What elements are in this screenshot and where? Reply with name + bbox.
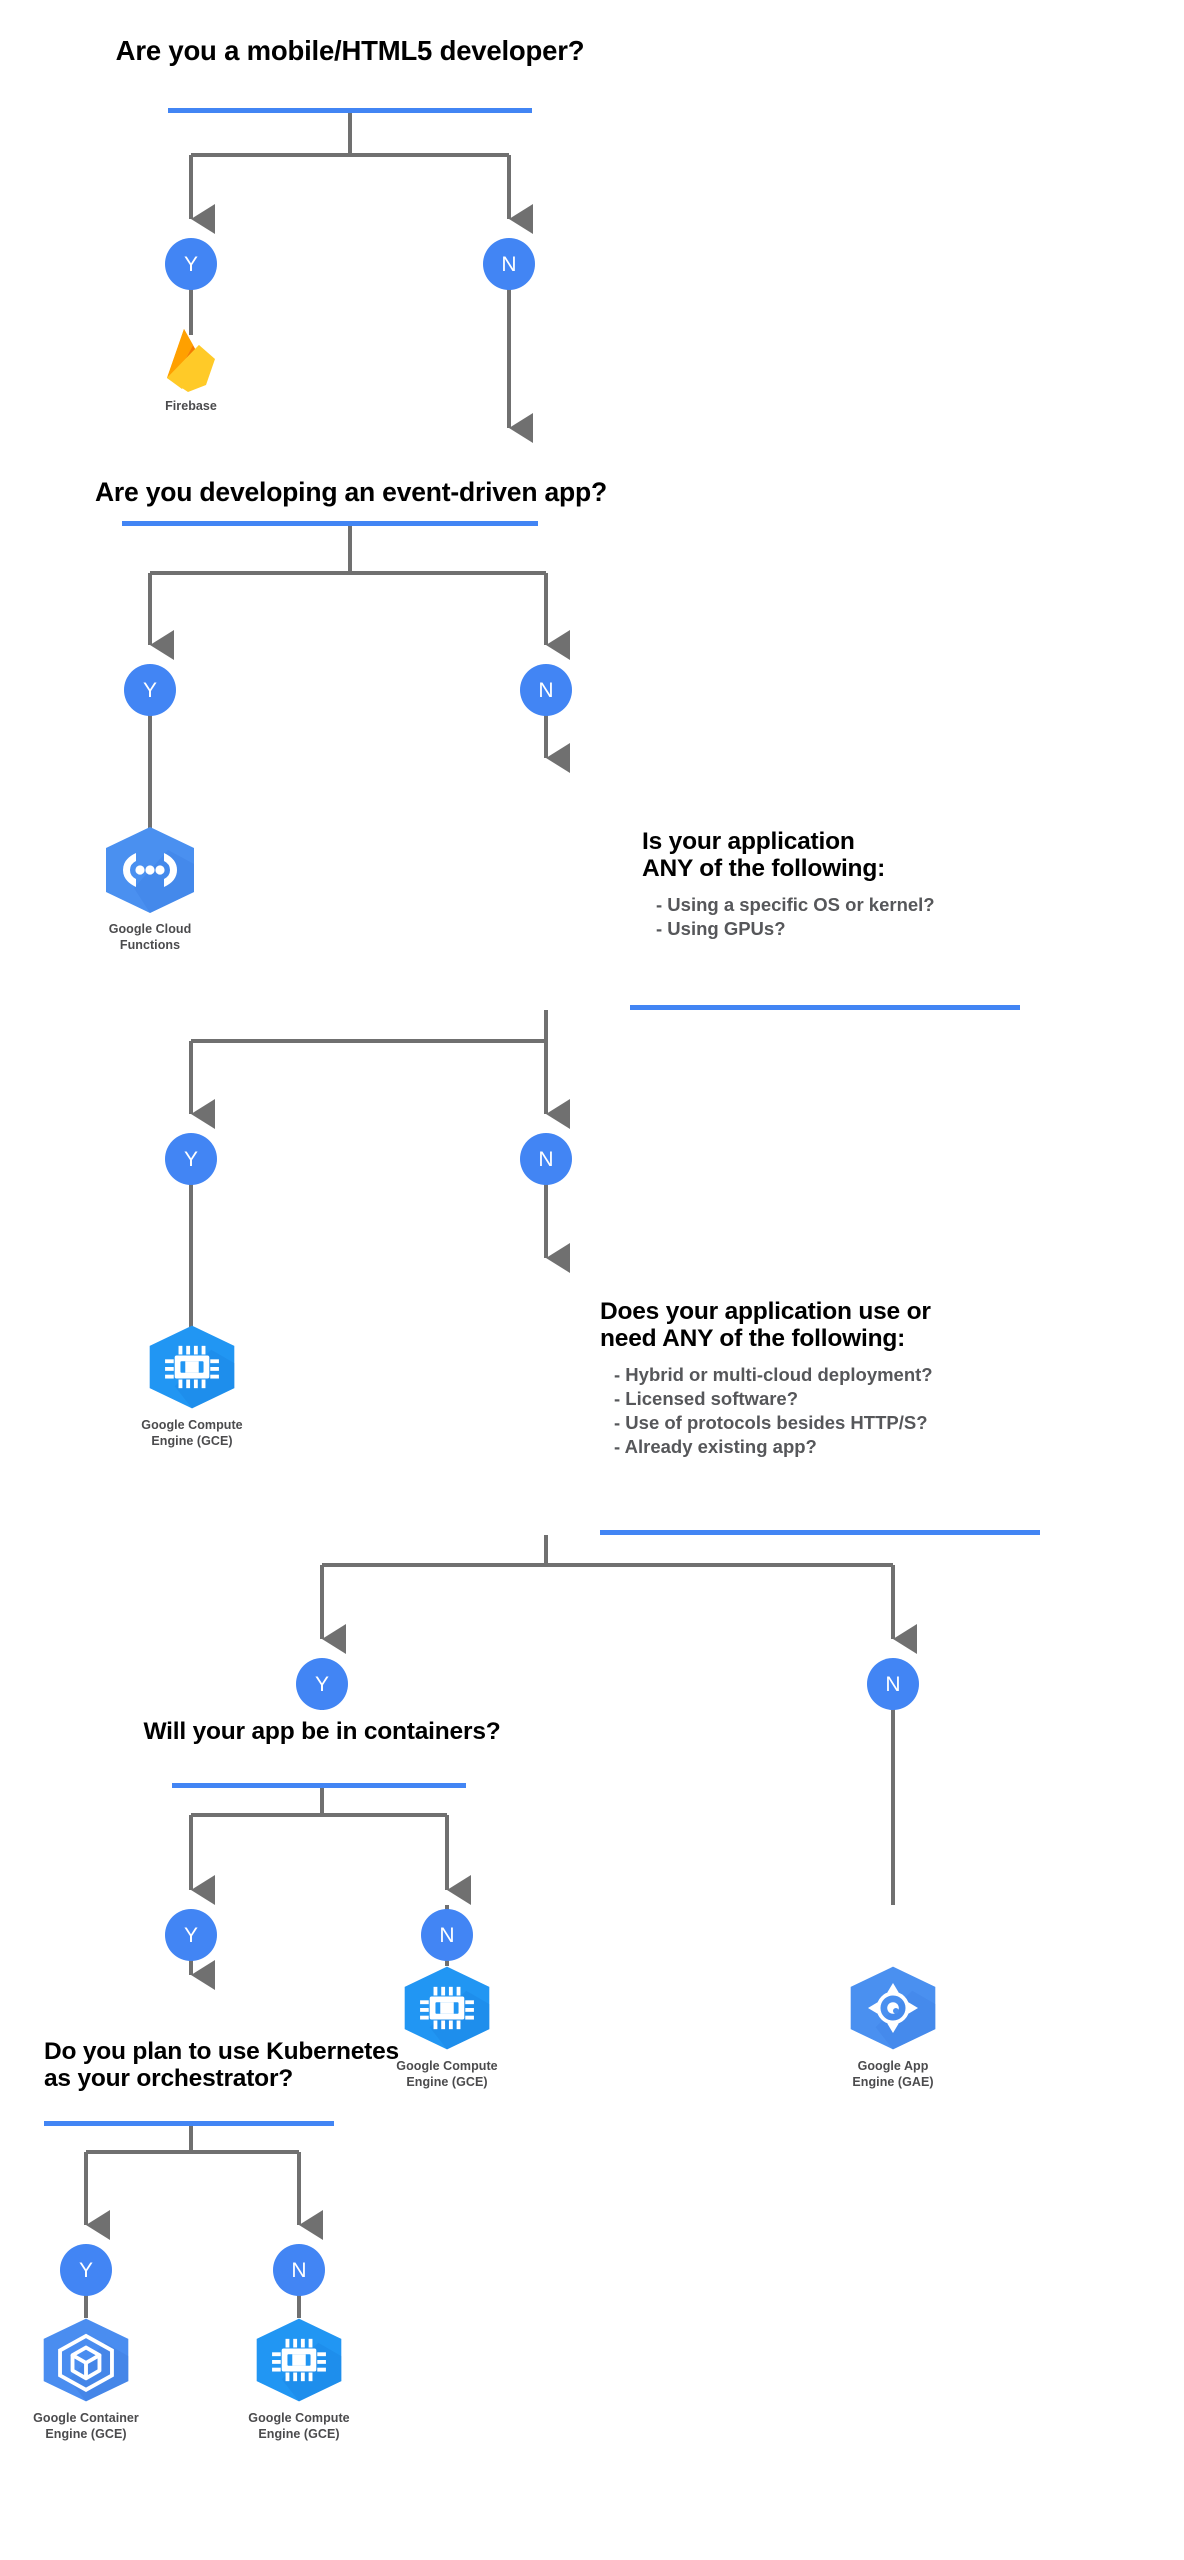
question-rule-q6 xyxy=(44,2121,334,2126)
answer-node-q3-no[interactable]: N xyxy=(520,1133,572,1185)
product-node-gae[interactable]: Google App Engine (GAE) xyxy=(829,1963,957,2090)
answer-node-q1-yes[interactable]: Y xyxy=(165,238,217,290)
answer-node-q1-no[interactable]: N xyxy=(483,238,535,290)
product-node-firebase[interactable]: Firebase xyxy=(131,323,251,415)
firebase-icon xyxy=(167,329,215,392)
answer-label: Y xyxy=(183,252,198,276)
product-node-gce-2[interactable]: Google Compute Engine (GCE) xyxy=(383,1963,511,2090)
answer-label: N xyxy=(538,1147,554,1171)
product-label: Google Compute Engine (GCE) xyxy=(141,1418,243,1448)
answer-label: N xyxy=(885,1672,901,1696)
google-app-engine-icon xyxy=(850,1966,936,2050)
answer-label: Y xyxy=(183,1923,198,1947)
question-title-q1: Are you a mobile/HTML5 developer? xyxy=(115,35,585,66)
product-label: Google App Engine (GAE) xyxy=(852,2059,934,2089)
google-container-engine-icon xyxy=(43,2318,129,2402)
question-rule-q4 xyxy=(600,1530,1040,1535)
answer-node-q2-no[interactable]: N xyxy=(520,664,572,716)
product-node-gce-3[interactable]: Google Compute Engine (GCE) xyxy=(235,2315,363,2442)
question-title-q4: Does your application use or need ANY of… xyxy=(600,1298,931,1353)
question-rule-q1 xyxy=(168,108,532,113)
question-block-q3: Is your application ANY of the following… xyxy=(642,828,1042,941)
google-compute-engine-icon xyxy=(149,1325,235,1409)
question-block-q1: Are you a mobile/HTML5 developer? xyxy=(64,35,636,67)
question-block-q4: Does your application use or need ANY of… xyxy=(600,1298,1060,1459)
product-node-gce-1[interactable]: Google Compute Engine (GCE) xyxy=(128,1322,256,1449)
answer-node-q2-yes[interactable]: Y xyxy=(124,664,176,716)
answer-label: N xyxy=(501,252,517,276)
product-node-gke[interactable]: Google Container Engine (GCE) xyxy=(22,2315,150,2442)
question-rule-q2 xyxy=(122,521,538,526)
question-block-q6: Do you plan to use Kubernetes as your or… xyxy=(44,2038,544,2093)
answer-label: Y xyxy=(142,678,157,702)
question-bullets-q3: - Using a specific OS or kernel? - Using… xyxy=(656,893,935,939)
answer-label: Y xyxy=(314,1672,329,1696)
question-block-q5: Will your app be in containers? xyxy=(106,1718,538,1745)
answer-node-q6-no[interactable]: N xyxy=(273,2244,325,2296)
product-label: Google Compute Engine (GCE) xyxy=(248,2411,350,2441)
product-label: Firebase xyxy=(165,399,217,413)
question-title-q6: Do you plan to use Kubernetes as your or… xyxy=(44,2038,399,2093)
question-title-q5: Will your app be in containers? xyxy=(143,1718,501,1745)
product-label: Google Compute Engine (GCE) xyxy=(396,2059,498,2089)
question-rule-q3 xyxy=(630,1005,1020,1010)
answer-label: Y xyxy=(78,2258,93,2282)
answer-label: N xyxy=(291,2258,307,2282)
answer-node-q3-yes[interactable]: Y xyxy=(165,1133,217,1185)
product-node-cloud-functions[interactable]: Google Cloud Functions xyxy=(88,824,212,953)
answer-label: Y xyxy=(183,1147,198,1171)
google-compute-engine-icon xyxy=(256,2318,342,2402)
answer-node-q5-no[interactable]: N xyxy=(421,1909,473,1961)
question-rule-q5 xyxy=(172,1783,466,1788)
product-label: Google Container Engine (GCE) xyxy=(33,2411,139,2441)
question-block-q2: Are you developing an event-driven app? xyxy=(44,477,658,508)
answer-label: N xyxy=(538,678,554,702)
question-title-q3: Is your application ANY of the following… xyxy=(642,828,886,883)
answer-node-q4-yes[interactable]: Y xyxy=(296,1658,348,1710)
answer-node-q5-yes[interactable]: Y xyxy=(165,1909,217,1961)
answer-label: N xyxy=(439,1923,455,1947)
question-title-q2: Are you developing an event-driven app? xyxy=(95,477,607,507)
answer-node-q6-yes[interactable]: Y xyxy=(60,2244,112,2296)
product-label: Google Cloud Functions xyxy=(108,922,192,952)
google-cloud-functions-icon xyxy=(106,827,194,913)
question-bullets-q4: - Hybrid or multi-cloud deployment? - Li… xyxy=(614,1363,933,1458)
google-compute-engine-icon xyxy=(404,1966,490,2050)
answer-node-q4-no[interactable]: N xyxy=(867,1658,919,1710)
